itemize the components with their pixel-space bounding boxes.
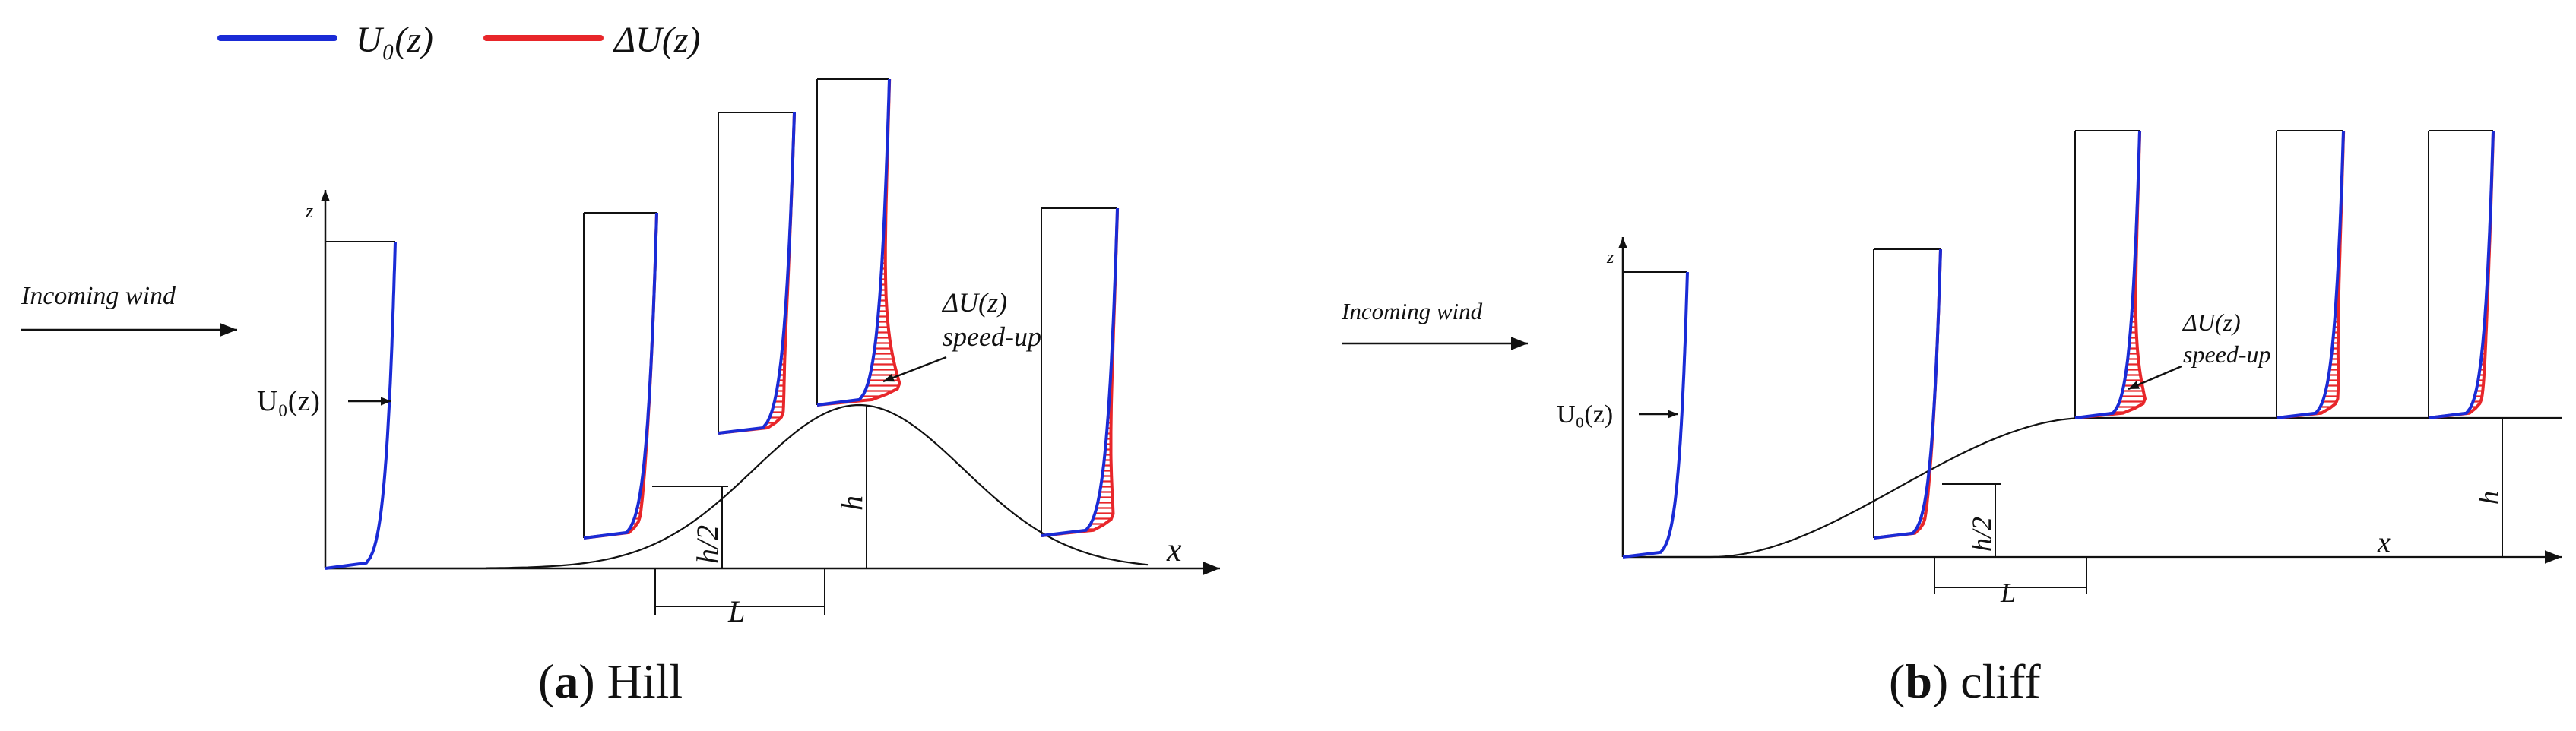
cliff-profile-1-u0-curve xyxy=(1622,271,1689,559)
cliff-profile-3-u0-curve xyxy=(2074,130,2141,419)
cliff-x-axis-label: x xyxy=(2377,527,2391,559)
hill-half-h-label: h/2 xyxy=(690,525,724,564)
hill-du-annotation: ΔU(z) xyxy=(941,287,1007,318)
hill-h-label: h xyxy=(835,495,869,511)
hill-incoming-wind-label: Incoming wind xyxy=(21,282,176,310)
cliff-L-label: L xyxy=(2000,578,2016,608)
hill-profiles xyxy=(325,78,1120,570)
cliff-half-h-label: h/2 xyxy=(1966,517,1997,552)
hill-profile-3-u0-curve xyxy=(718,112,796,435)
hill-caption-text: Hill xyxy=(607,654,683,708)
cliff-profile-4-u0-curve xyxy=(2276,130,2345,419)
hill-profile-5-u0-curve xyxy=(1041,207,1119,537)
cliff-incoming-wind-label: Incoming wind xyxy=(1341,298,1483,324)
hill-profile-2-du-curve xyxy=(583,212,658,540)
hill-profile-4-u0-curve xyxy=(816,78,891,407)
cliff-profile-5-u0-curve xyxy=(2428,130,2495,419)
hill-speedup-label: speed-up xyxy=(943,321,1041,352)
cliff-profiles xyxy=(1622,130,2495,559)
cliff-caption: (b) cliff xyxy=(1889,654,2041,708)
cliff-profile-5-du-curve xyxy=(2428,130,2495,419)
hill-speedup-arrow xyxy=(882,356,947,383)
hill-x-axis-label: x xyxy=(1166,531,1182,568)
hill-profile-2-speedup-fill xyxy=(584,213,657,538)
hill-z-axis-label: z xyxy=(305,200,313,222)
cliff-du-annotation: ΔU(z) xyxy=(2182,309,2241,336)
cliff-caption-letter: b xyxy=(1905,654,1932,708)
cliff-caption-text: cliff xyxy=(1960,654,2041,708)
hill-profile-1-u0-curve xyxy=(325,241,397,570)
cliff-profile-4-speedup-fill xyxy=(2277,131,2344,418)
cliff-u0-annotation: U₀(z) xyxy=(1557,400,1613,429)
cliff-panel: Incoming wind z x U₀(z) ΔU(z) speed-up h… xyxy=(1341,130,2562,708)
hill-terrain xyxy=(325,403,1149,570)
hill-u0-annotation: U₀(z) xyxy=(257,385,320,417)
legend: U₀(z) ΔU(z) xyxy=(217,20,700,60)
cliff-profile-2-u0-curve xyxy=(1873,248,1942,540)
cliff-speedup-arrow xyxy=(2128,365,2182,391)
hill-profile-5-speedup-fill xyxy=(1041,208,1118,536)
hill-panel: Incoming wind z x U₀(z) ΔU(z) speed-up h… xyxy=(21,78,1220,708)
legend-du-label: ΔU(z) xyxy=(613,20,700,60)
cliff-profile-3-speedup-fill xyxy=(2075,131,2145,418)
legend-u0-label: U₀(z) xyxy=(356,20,433,60)
hill-profile-3-du-curve xyxy=(718,112,796,435)
cliff-terrain xyxy=(1623,416,2562,559)
cliff-z-axis-label: z xyxy=(1606,248,1614,267)
cliff-h-label: h xyxy=(2473,491,2504,505)
hill-caption-letter: a xyxy=(554,654,578,708)
hill-profile-2-u0-curve xyxy=(583,212,658,540)
cliff-speedup-label: speed-up xyxy=(2183,340,2271,368)
hill-L-label: L xyxy=(727,594,745,628)
hill-caption: (a) Hill xyxy=(538,654,683,708)
